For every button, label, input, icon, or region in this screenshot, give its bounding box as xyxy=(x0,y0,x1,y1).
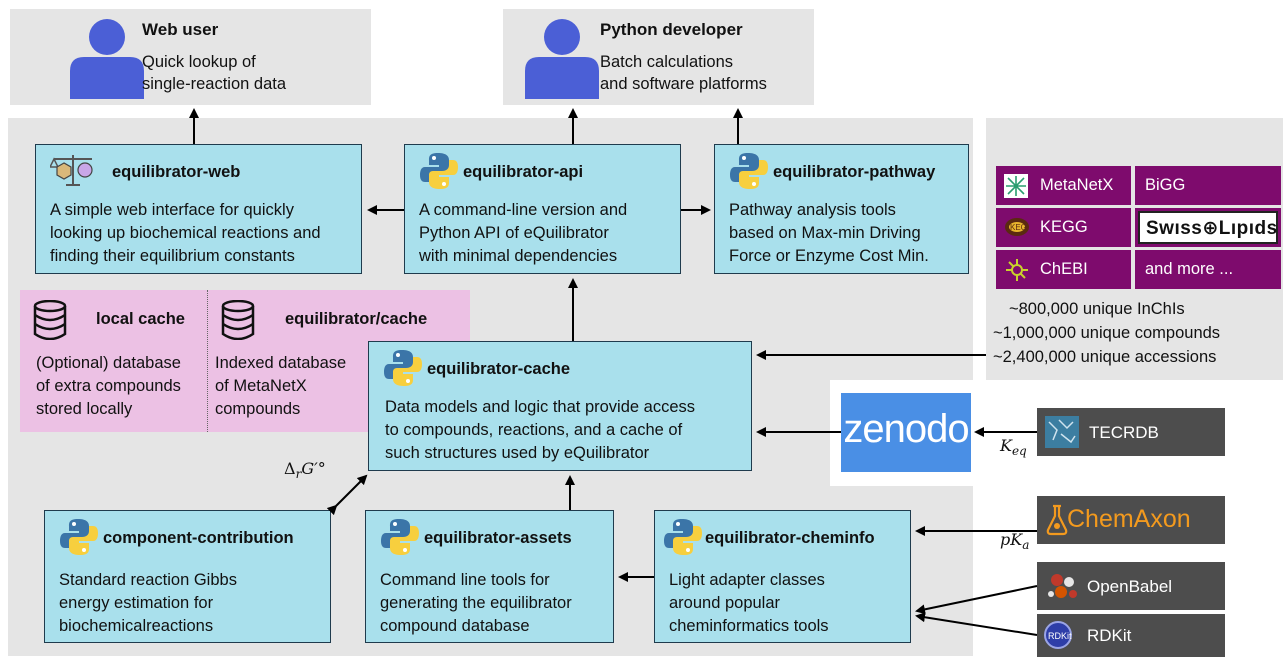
person-icon xyxy=(70,19,144,99)
python-developer-box: Python developer Batch calculations and … xyxy=(503,9,814,105)
equilibrator-web-node: equilibrator-web A simple web interface … xyxy=(35,144,362,274)
stat-inchis: ~800,000 unique InChIs xyxy=(1009,300,1185,318)
openbabel-box: OpenBabel xyxy=(1037,562,1225,610)
local-cache-desc: (Optional) database of extra compounds s… xyxy=(36,354,181,418)
openbabel-icon xyxy=(1048,574,1077,598)
web-user-title: Web user xyxy=(142,20,219,39)
stat-compounds: ~1,000,000 unique compounds xyxy=(993,324,1221,342)
zenodo-label: zenodo xyxy=(843,407,969,451)
python-logo-icon xyxy=(60,519,98,555)
python-logo-icon xyxy=(730,153,768,189)
tecrdb-label: TECRDB xyxy=(1089,423,1159,442)
component-contribution-desc: Standard reaction Gibbs energy estimatio… xyxy=(59,571,237,635)
openbabel-label: OpenBabel xyxy=(1087,577,1173,596)
chebi-icon xyxy=(1006,259,1028,281)
equilibrator-assets-title: equilibrator-assets xyxy=(424,529,572,547)
stat-accessions: ~2,400,000 unique accessions xyxy=(993,348,1217,366)
web-user-box: Web user Quick lookup of single-reaction… xyxy=(10,9,371,105)
python-logo-icon xyxy=(664,519,702,555)
database-icon xyxy=(221,300,255,340)
equilibrator-pathway-node: equilibrator-pathway Pathway analysis to… xyxy=(714,144,969,274)
swisslipids-label: Swıss⊕Lıpıds xyxy=(1146,218,1278,239)
remote-cache-title: equilibrator/cache xyxy=(285,310,428,328)
person-icon xyxy=(525,19,599,99)
pka-label: pKa xyxy=(1000,530,1029,552)
chemaxon-icon xyxy=(1046,504,1068,536)
chebi-label: ChEBI xyxy=(1040,260,1088,278)
swisslipids-logo: Swıss⊕Lıpıds xyxy=(1138,211,1278,244)
component-contribution-title: component-contribution xyxy=(103,529,294,547)
keq-sub: eq xyxy=(1011,444,1027,459)
equilibrator-cache-title: equilibrator-cache xyxy=(427,360,571,378)
python-developer-desc: Batch calculations and software platform… xyxy=(600,53,767,93)
equilibrator-pathway-desc: Pathway analysis tools based on Max-min … xyxy=(729,201,929,265)
svg-text:RDKit: RDKit xyxy=(1048,631,1072,641)
arrow-cache-cc-bidirectional xyxy=(326,474,368,516)
arrow-openbabel-to-cheminfo xyxy=(915,585,1038,615)
balance-scale-icon xyxy=(50,155,93,186)
databases-region xyxy=(986,118,1283,380)
equilibrator-cache-node: equilibrator-cache Data models and logic… xyxy=(368,341,752,471)
svg-text:KEG: KEG xyxy=(1010,223,1027,232)
kegg-label: KEGG xyxy=(1040,218,1088,236)
delta-g-rest: G′° xyxy=(301,459,326,478)
more-databases-label: and more ... xyxy=(1145,260,1234,278)
python-developer-title: Python developer xyxy=(600,20,743,39)
pka-sub: a xyxy=(1022,538,1030,553)
bigg-label: BiGG xyxy=(1145,176,1186,194)
equilibrator-api-node: equilibrator-api A command-line version … xyxy=(404,144,681,274)
kegg-tile: KEG KEGG xyxy=(996,208,1131,247)
rdkit-box: RDKit RDKit xyxy=(1037,614,1225,657)
delta-g-label: ΔrG′° xyxy=(284,459,326,481)
tecrdb-box: TECRDB xyxy=(1037,408,1225,456)
kegg-icon: KEG xyxy=(1005,218,1029,236)
equilibrator-assets-node: equilibrator-assets Command line tools f… xyxy=(365,510,614,643)
chebi-tile: ChEBI xyxy=(996,250,1131,289)
python-logo-icon xyxy=(384,350,422,386)
equilibrator-cheminfo-node: equilibrator-cheminfo Light adapter clas… xyxy=(654,510,911,643)
remote-cache-desc: Indexed database of MetaNetX compounds xyxy=(215,354,347,418)
bigg-tile: BiGG xyxy=(1135,166,1281,205)
equilibrator-cheminfo-title: equilibrator-cheminfo xyxy=(705,529,875,547)
rdkit-label: RDKit xyxy=(1087,626,1132,645)
zenodo-logo: zenodo xyxy=(841,393,971,472)
python-logo-icon xyxy=(420,153,458,189)
metanetx-icon xyxy=(1004,174,1028,198)
web-user-desc: Quick lookup of single-reaction data xyxy=(142,53,287,93)
keq-main: K xyxy=(1000,436,1012,455)
component-contribution-node: component-contribution Standard reaction… xyxy=(44,510,331,643)
local-cache-title: local cache xyxy=(96,310,185,328)
equilibrator-cache-desc: Data models and logic that provide acces… xyxy=(385,398,696,462)
equilibrator-api-desc: A command-line version and Python API of… xyxy=(419,201,628,265)
tecrdb-icon xyxy=(1045,416,1079,448)
arrow-rdkit-to-cheminfo xyxy=(915,612,1038,636)
metanetx-label: MetaNetX xyxy=(1040,176,1114,194)
equilibrator-web-desc: A simple web interface for quickly looki… xyxy=(50,201,321,265)
equilibrator-assets-desc: Command line tools for generating the eq… xyxy=(380,571,572,635)
swisslipids-tile: Swıss⊕Lıpıds xyxy=(1135,208,1281,247)
rdkit-icon: RDKit xyxy=(1044,621,1072,649)
delta-g-sub: r xyxy=(295,467,302,482)
database-icon xyxy=(33,300,67,340)
cache-divider xyxy=(207,290,208,432)
chemaxon-label: ChemAxon xyxy=(1067,505,1191,533)
chemaxon-box: ChemAxon xyxy=(1037,496,1225,544)
equilibrator-web-title: equilibrator-web xyxy=(112,163,241,181)
metanetx-tile: MetaNetX xyxy=(996,166,1131,205)
delta-g-delta: Δ xyxy=(284,459,296,478)
python-logo-icon xyxy=(381,519,419,555)
equilibrator-api-title: equilibrator-api xyxy=(463,163,584,181)
more-databases-tile: and more ... xyxy=(1135,250,1281,289)
keq-label: Keq xyxy=(1000,436,1027,458)
equilibrator-cheminfo-desc: Light adapter classes around popular che… xyxy=(669,571,829,635)
pka-main: pK xyxy=(1000,530,1023,549)
equilibrator-pathway-title: equilibrator-pathway xyxy=(773,163,936,181)
